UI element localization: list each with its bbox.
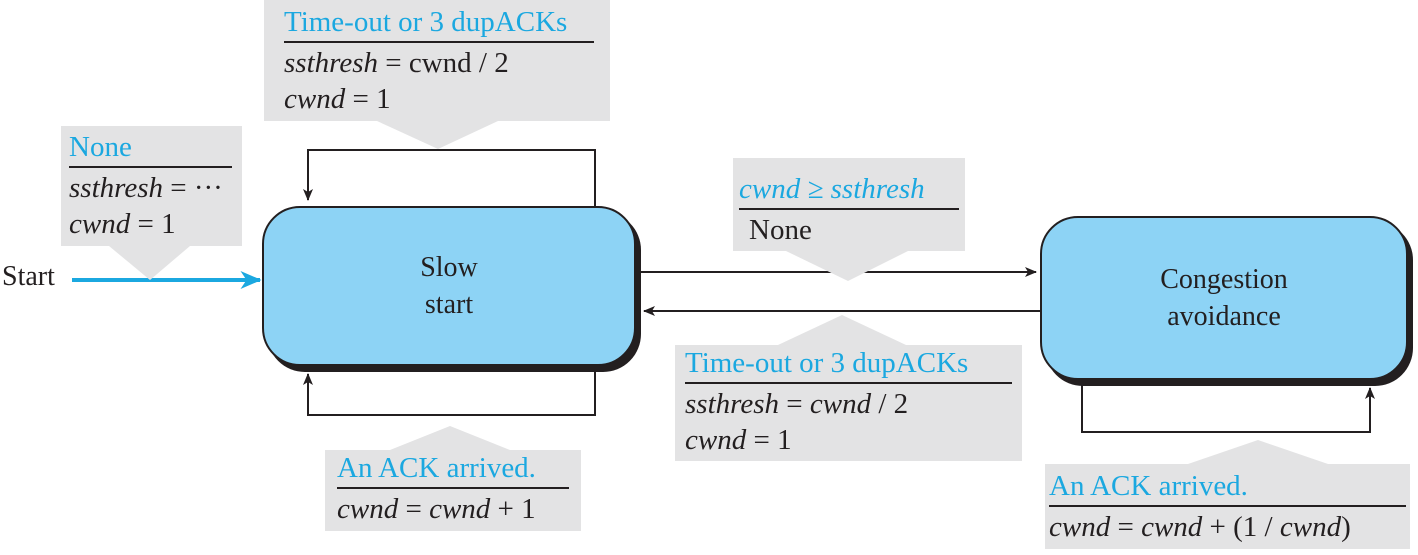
callout-action: ssthresh = cwnd / 2 bbox=[284, 47, 509, 79]
callout-event: Time-out or 3 dupACKs bbox=[685, 345, 1012, 384]
callout-event: An ACK arrived. bbox=[337, 450, 569, 489]
congestion-avoidance-ack-callout: An ACK arrived. cwnd = cwnd + (1 / cwnd) bbox=[1045, 440, 1410, 549]
callout-event: Time-out or 3 dupACKs bbox=[284, 4, 594, 43]
slow-start-state: Slow start bbox=[262, 206, 636, 366]
initial-transition-callout: None ssthresh = ··· cwnd = 1 bbox=[61, 126, 242, 280]
start-label: Start bbox=[2, 261, 55, 292]
congestion-avoidance-self-loop bbox=[1081, 380, 1375, 433]
callout-action: ssthresh = cwnd / 2 bbox=[685, 388, 909, 420]
callout-action: cwnd = 1 bbox=[685, 424, 792, 456]
slow-start-label-line1: Slow bbox=[420, 252, 478, 283]
slow-start-self-loop-top bbox=[303, 149, 596, 208]
callout-action: None bbox=[749, 214, 812, 246]
callout-event: None bbox=[69, 129, 232, 168]
threshold-reached-callout: cwnd ≥ ssthresh None bbox=[733, 158, 965, 281]
slow-start-self-loop-bottom bbox=[303, 366, 596, 416]
slow-start-timeout-callout: Time-out or 3 dupACKs ssthresh = cwnd / … bbox=[264, 0, 610, 149]
callout-action: cwnd = 1 bbox=[69, 208, 176, 240]
callout-action: cwnd = 1 bbox=[284, 83, 391, 115]
congestion-avoidance-label-line1: Congestion bbox=[1160, 264, 1288, 295]
callout-action: ssthresh = ··· bbox=[69, 172, 223, 204]
congestion-avoidance-state: Congestion avoidance bbox=[1040, 216, 1408, 380]
back-to-slow-start-callout: Time-out or 3 dupACKs ssthresh = cwnd / … bbox=[675, 315, 1022, 461]
callout-action: cwnd = cwnd + (1 / cwnd) bbox=[1049, 511, 1351, 543]
slow-start-ack-callout: An ACK arrived. cwnd = cwnd + 1 bbox=[325, 426, 581, 531]
slow-start-label-line2: start bbox=[424, 289, 474, 320]
callout-action: cwnd = cwnd + 1 bbox=[337, 493, 536, 525]
callout-event: An ACK arrived. bbox=[1049, 468, 1406, 507]
callout-event: cwnd ≥ ssthresh bbox=[739, 171, 959, 210]
congestion-avoidance-label-line2: avoidance bbox=[1167, 301, 1281, 332]
